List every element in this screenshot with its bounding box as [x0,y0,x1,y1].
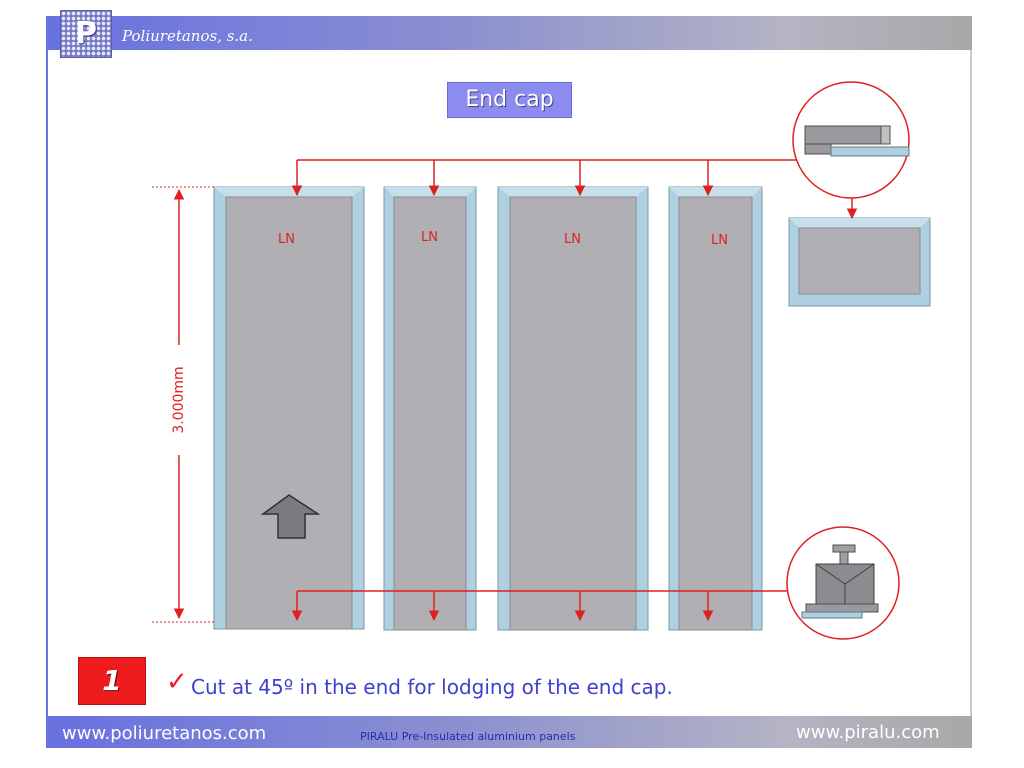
dimension-label: 3.000mm [171,366,187,434]
footer-right-url[interactable]: www.piralu.com [796,722,940,743]
footer-bar [46,716,972,748]
panel-4-label: LN [711,233,728,248]
bullet-text: Cut at 45º in the end for lodging of the… [191,675,673,699]
frame-right-border [970,50,972,716]
up-arrow-icon [260,494,321,539]
header-bar [46,16,972,50]
panel-3-label: LN [564,232,581,247]
company-logo: P [60,10,112,58]
detail-circle-top [792,81,910,199]
end-cap-frame [788,217,931,307]
panel-2-label: LN [421,230,438,245]
slide-title: End cap [447,82,572,118]
bottom-arrows [291,590,790,622]
checkmark-icon: ✓ [166,667,188,697]
panel-3 [497,186,649,631]
frame-left-border [46,50,48,716]
logo-letter: P [75,16,97,51]
company-name: Poliuretanos, s.a. [122,27,253,45]
footer-left-url[interactable]: www.poliuretanos.com [62,723,267,744]
dimension-line [152,186,214,623]
panel-1 [213,186,365,630]
step-number-badge: 1 [78,657,146,705]
panel-4 [668,186,763,631]
panel-1-label: LN [278,232,295,247]
detail-circle-bottom [786,526,900,640]
panel-2 [383,186,477,631]
footer-center-text: PIRALU Pre-Insulated aluminium panels [360,730,576,743]
